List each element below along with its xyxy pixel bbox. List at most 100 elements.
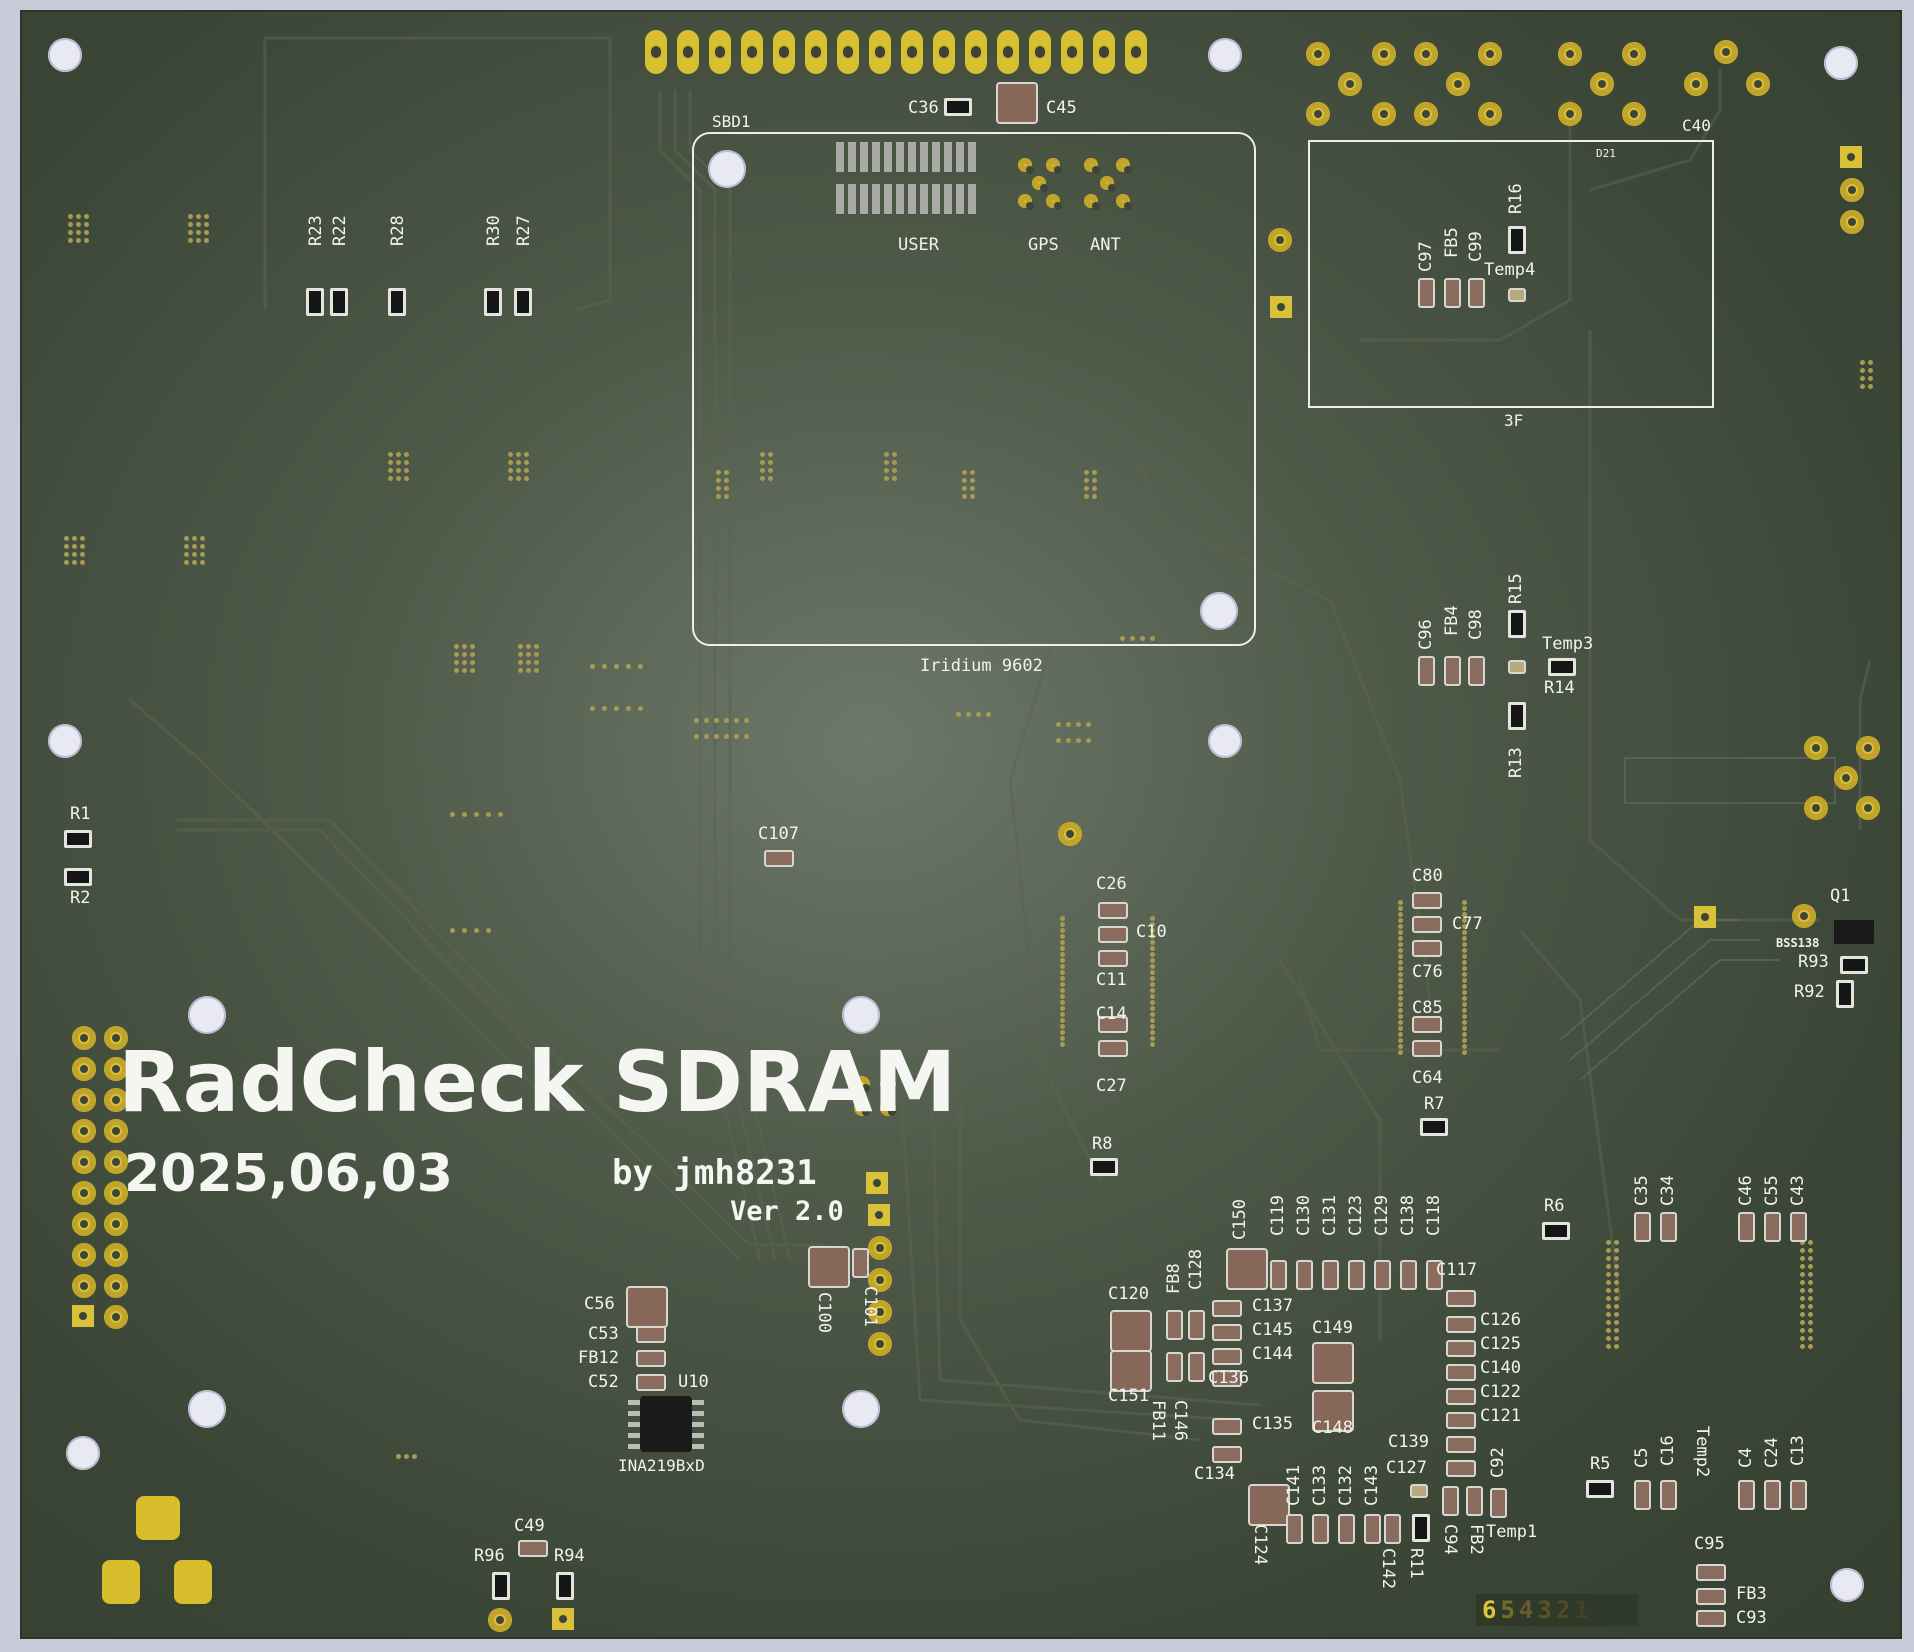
ref-label-temp2: Temp2 xyxy=(1692,1426,1712,1478)
via xyxy=(462,812,467,817)
via xyxy=(1060,940,1065,945)
header-pin xyxy=(868,1268,892,1292)
square-pad xyxy=(866,1172,888,1194)
via xyxy=(450,928,455,933)
via xyxy=(470,668,475,673)
via xyxy=(1462,1044,1467,1049)
via xyxy=(1800,1328,1805,1333)
component-c118 xyxy=(1426,1260,1443,1290)
ic-pin xyxy=(692,1422,704,1427)
via xyxy=(1800,1296,1805,1301)
through-hole-pad xyxy=(1478,102,1502,126)
via xyxy=(72,536,77,541)
via xyxy=(1800,1336,1805,1341)
component-c149 xyxy=(1312,1342,1354,1384)
rf-pad xyxy=(1046,194,1062,210)
through-hole-pad xyxy=(1414,42,1438,66)
via xyxy=(716,494,721,499)
via xyxy=(1462,930,1467,935)
via xyxy=(524,460,529,465)
layer-mark: 2 xyxy=(1555,1596,1571,1624)
via xyxy=(1614,1344,1619,1349)
ref-label-r23: R23 xyxy=(306,215,326,246)
connector-pin xyxy=(848,142,856,172)
through-hole-pad xyxy=(1414,102,1438,126)
via xyxy=(498,812,503,817)
via xyxy=(450,812,455,817)
connector-pin xyxy=(884,142,892,172)
via xyxy=(1462,924,1467,929)
via xyxy=(196,238,201,243)
via xyxy=(1150,1012,1155,1017)
through-hole-pad xyxy=(880,1076,896,1092)
ref-label-c85: C85 xyxy=(1412,998,1443,1018)
via xyxy=(184,544,189,549)
through-hole-pad xyxy=(1058,822,1082,846)
ref-label-c4: C4 xyxy=(1736,1447,1756,1468)
gold-finger xyxy=(837,30,859,74)
via xyxy=(192,544,197,549)
connector-pin xyxy=(968,184,976,214)
via xyxy=(744,718,749,723)
component-r22 xyxy=(330,288,348,316)
transistor-part-name: BSS138 xyxy=(1776,936,1820,950)
ref-label-c24: C24 xyxy=(1762,1437,1782,1468)
component-r8 xyxy=(1090,1158,1118,1176)
via xyxy=(1606,1256,1611,1261)
via xyxy=(1084,478,1089,483)
via xyxy=(192,560,197,565)
header-pin xyxy=(104,1181,128,1205)
header-pin xyxy=(72,1274,96,1298)
ref-label-r13: R13 xyxy=(1506,747,1526,778)
via xyxy=(474,928,479,933)
ref-label-c97: C97 xyxy=(1416,241,1436,272)
through-hole-pad xyxy=(1714,40,1738,64)
ref-label-r92: R92 xyxy=(1794,982,1825,1002)
via xyxy=(84,238,89,243)
header-pin xyxy=(72,1119,96,1143)
component-c80 xyxy=(1412,892,1442,909)
ref-label-c124: C124 xyxy=(1250,1524,1270,1565)
via xyxy=(64,552,69,557)
ref-label-c140: C140 xyxy=(1480,1358,1521,1378)
ref-label-r28: R28 xyxy=(388,215,408,246)
via xyxy=(590,664,595,669)
ref-label-r93: R93 xyxy=(1798,952,1829,972)
ref-label-d21: D21 xyxy=(1596,147,1616,160)
battery-pad xyxy=(174,1560,212,1604)
via xyxy=(1398,990,1403,995)
header-pin xyxy=(72,1057,96,1081)
via xyxy=(1084,470,1089,475)
via xyxy=(534,644,539,649)
via xyxy=(1150,928,1155,933)
via xyxy=(1808,1296,1813,1301)
ref-label-c133: C133 xyxy=(1310,1465,1330,1506)
via xyxy=(1084,486,1089,491)
via xyxy=(970,478,975,483)
ic-pin xyxy=(692,1400,704,1405)
ref-label-fb12: FB12 xyxy=(578,1348,619,1368)
via xyxy=(396,452,401,457)
component-r2 xyxy=(64,868,92,886)
through-hole-pad xyxy=(488,1608,512,1632)
rf-pad xyxy=(1018,158,1034,174)
via xyxy=(204,230,209,235)
temp-sensor xyxy=(1508,288,1526,302)
via xyxy=(962,478,967,483)
via xyxy=(1614,1280,1619,1285)
via xyxy=(1140,636,1145,641)
mounting-hole xyxy=(188,996,226,1034)
via xyxy=(614,706,619,711)
ref-label-c141: C141 xyxy=(1284,1465,1304,1506)
iridium-module-outline xyxy=(692,132,1256,646)
through-hole-pad xyxy=(1446,72,1470,96)
via xyxy=(1060,1000,1065,1005)
via xyxy=(1150,988,1155,993)
via xyxy=(626,664,631,669)
ref-label-c142: C142 xyxy=(1378,1548,1398,1589)
rf-pad xyxy=(1084,158,1100,174)
via xyxy=(1800,1240,1805,1245)
via xyxy=(1462,1038,1467,1043)
via xyxy=(1150,916,1155,921)
